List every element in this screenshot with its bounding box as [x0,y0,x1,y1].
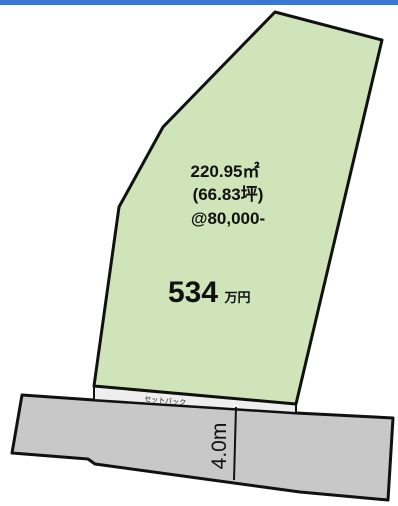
road-width-dimension-line [233,406,237,481]
lot-tsubo-label: (66.83坪) [193,185,264,204]
lot-area-label: 220.95㎡ [191,161,260,181]
lot-price-number: 534 [168,276,218,309]
road-area [10,393,395,502]
lot-price-unit: 万円 [224,290,251,305]
lot-price-label: 534 万円 [168,276,251,309]
lot-parcel [92,10,384,406]
setback-label: セットバック [144,395,187,407]
lot-unit-price-label: @80,000- [191,209,265,228]
road-width-label: 4.0m [208,423,231,470]
top-accent-bar [0,0,398,5]
